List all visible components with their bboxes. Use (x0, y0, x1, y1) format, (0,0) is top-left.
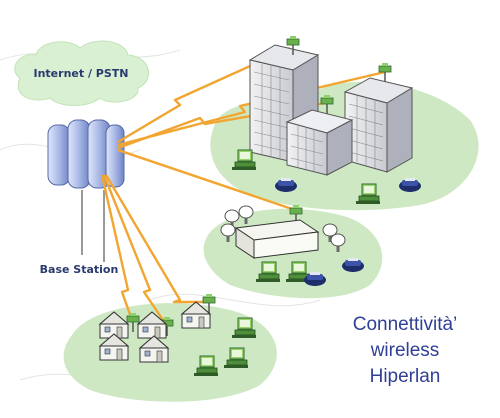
link-to-campus (117, 148, 296, 212)
caption-line-1: Connettività’ (352, 314, 458, 335)
link-to-house-3 (104, 174, 207, 304)
base-station-icon: Base Station (40, 119, 125, 276)
caption-line-3: Hiperlan (369, 366, 441, 387)
internet-cloud: Internet / PSTN (14, 40, 149, 106)
base-station-label: Base Station (40, 263, 119, 276)
link-to-building-1 (117, 46, 291, 144)
link-to-house-1 (100, 174, 134, 321)
link-to-house-2 (102, 174, 166, 324)
campus-building (234, 219, 320, 259)
cloud-label: Internet / PSTN (34, 67, 129, 80)
office-building-icon (248, 44, 414, 176)
caption-line-2: wireless (370, 340, 440, 361)
diagram-caption: Connettività’ wireless Hiperlan (320, 312, 490, 390)
